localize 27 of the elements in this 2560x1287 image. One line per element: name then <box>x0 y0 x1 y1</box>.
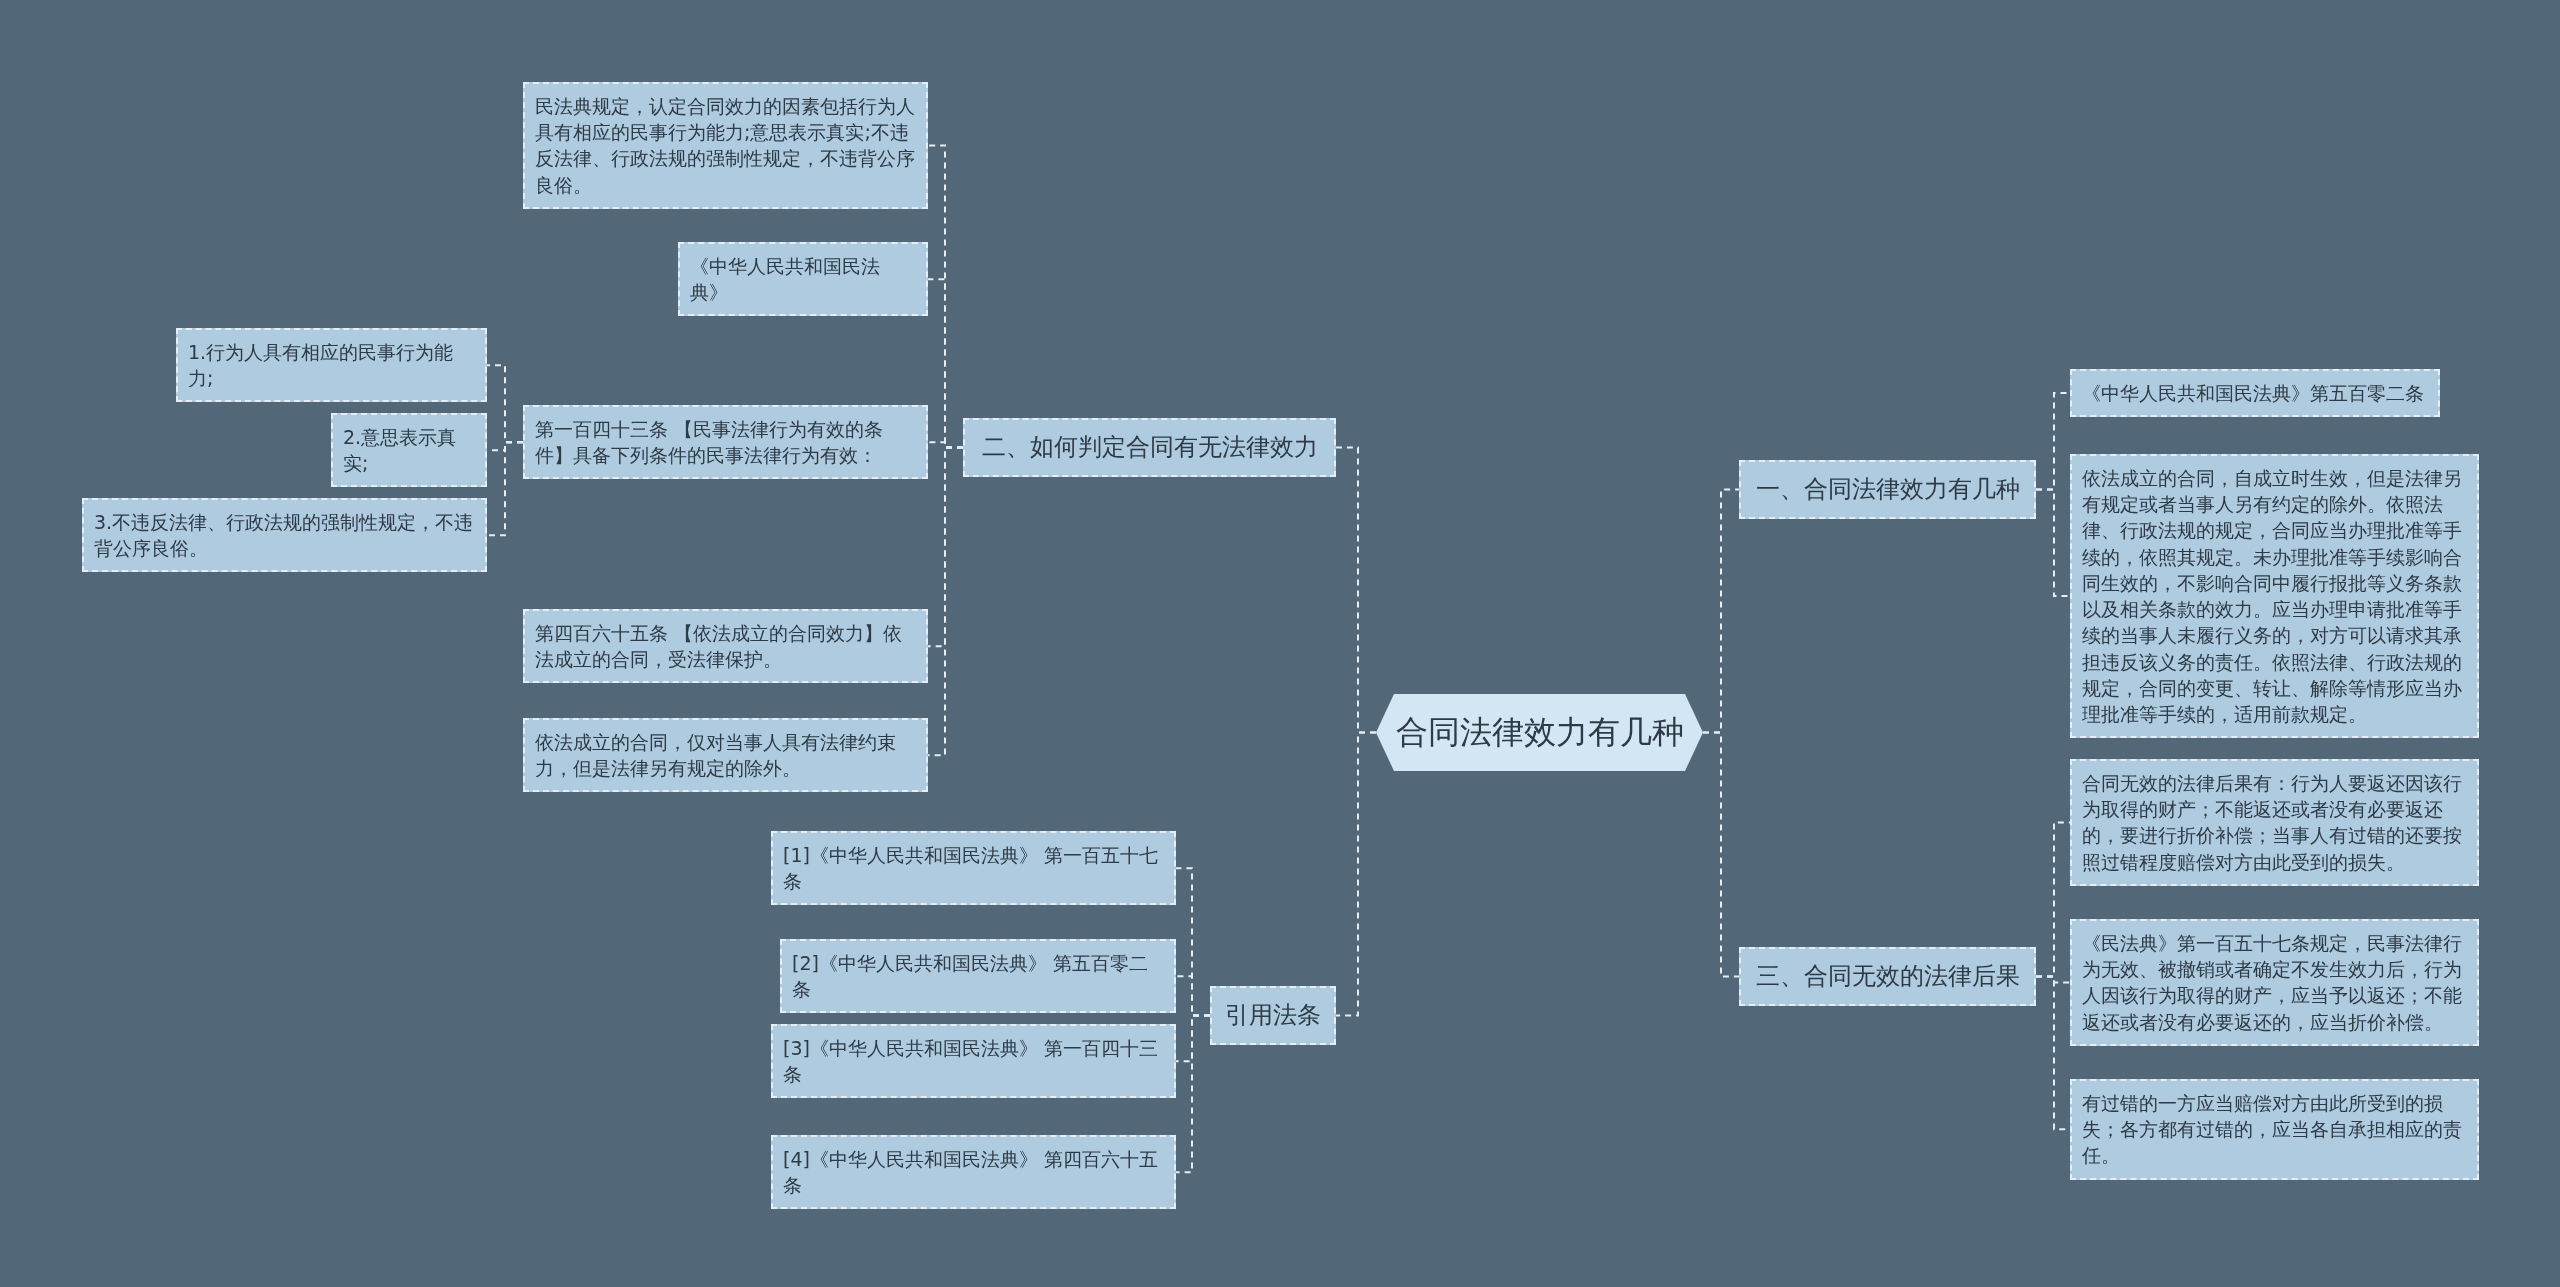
topic-box: 三、合同无效的法律后果 <box>1739 947 2036 1007</box>
note-box: 第四百六十五条 【依法成立的合同效力】依法成立的合同，受法律保护。 <box>523 609 928 684</box>
connector-line <box>1335 731 1377 1017</box>
connector-line <box>1702 731 1740 978</box>
note-box: 第一百四十三条 【民事法律行为有效的条件】具备下列条件的民事法律行为有效： <box>523 405 928 480</box>
connector-line <box>1175 1014 1211 1174</box>
topic-box: 引用法条 <box>1210 986 1336 1046</box>
topic-box: 一、合同法律效力有几种 <box>1739 460 2036 520</box>
connector-line <box>486 441 524 537</box>
connector-line <box>2035 488 2071 598</box>
note-box: 依法成立的合同，自成立时生效，但是法律另有规定或者当事人另有约定的除外。依照法律、行政法规的规定，合同应当办理批准等手续的，依照其规定。未办理批准等手续影响合同生效的，不影响合同中履行报批等义务条款以及相关条款的效力。应当办理申请批准等手续的当事人未履行义务的，对方可以请求其承担违反该义务的责任。依照法律、行政法规的规定，合同的变更、转让、解除等情形应当办理批准等手续的，适用前款规定。 <box>2070 454 2479 739</box>
note-box: [3]《中华人民共和国民法典》 第一百四十三条 <box>771 1024 1176 1099</box>
note-box: 2.意思表示真实; <box>331 413 487 488</box>
central-topic-hexagon: 合同法律效力有几种 <box>1376 694 1703 771</box>
note-box: 《中华人民共和国民法典》 <box>678 242 928 317</box>
note-box: [2]《中华人民共和国民法典》 第五百零二条 <box>780 939 1176 1014</box>
note-box: 合同无效的法律后果有：行为人要返还因该行为取得的财产；不能返还或者没有必要返还的，要进行折价补偿；当事人有过错的还要按照过错程度赔偿对方由此受到的损失。 <box>2070 759 2479 886</box>
note-box: 有过错的一方应当赔偿对方由此所受到的损失；各方都有过错的，应当各自承担相应的责任。 <box>2070 1079 2479 1180</box>
note-box: 依法成立的合同，仅对当事人具有法律约束力，但是法律另有规定的除外。 <box>523 718 928 793</box>
note-box: [4]《中华人民共和国民法典》 第四百六十五条 <box>771 1135 1176 1210</box>
note-box: 民法典规定，认定合同效力的因素包括行为人具有相应的民事行为能力;意思表示真实;不违反法律、行政法规的强制性规定，不违背公序良俗。 <box>523 82 928 209</box>
note-box: 3.不违反法律、行政法规的强制性规定，不违背公序良俗。 <box>82 498 487 573</box>
note-box: 1.行为人具有相应的民事行为能力; <box>176 328 487 403</box>
note-box: [1]《中华人民共和国民法典》 第一百五十七条 <box>771 831 1176 906</box>
note-box: 《民法典》第一百五十七条规定，民事法律行为无效、被撤销或者确定不发生效力后，行为人因该行为取得的财产，应当予以返还；不能返还或者没有必要返还的，应当折价补偿。 <box>2070 919 2479 1046</box>
note-box: 《中华人民共和国民法典》第五百零二条 <box>2070 369 2440 418</box>
topic-box: 二、如何判定合同有无法律效力 <box>963 418 1336 478</box>
